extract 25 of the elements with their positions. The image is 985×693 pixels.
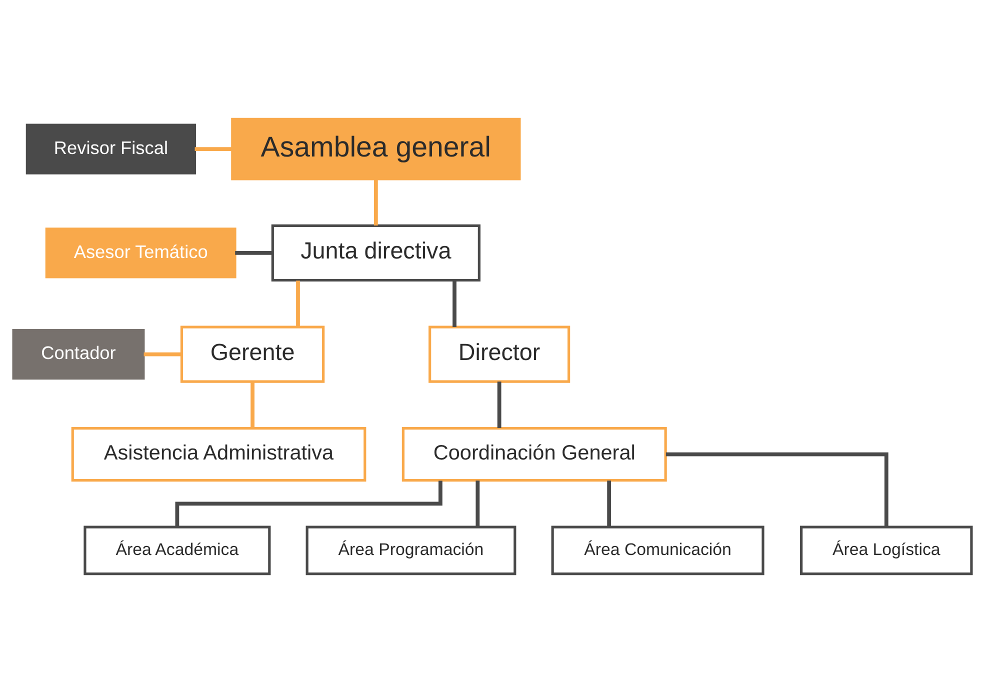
node-box: Asistencia Administrativa (71, 427, 366, 482)
connector (374, 179, 378, 226)
connector (607, 480, 612, 527)
node-box: Asesor Temático (45, 228, 236, 278)
connector (452, 280, 456, 327)
connector (497, 382, 502, 428)
node-box: Revisor Fiscal (26, 124, 196, 174)
connector (235, 251, 272, 255)
node-box: Director (428, 326, 570, 383)
connector (666, 452, 888, 527)
node-box: Gerente (180, 326, 325, 383)
connector (250, 382, 254, 428)
connector (476, 480, 480, 527)
node-box: Área Comunicación (551, 526, 764, 576)
node-box: Área Académica (84, 526, 271, 576)
node-box: Área Programación (306, 526, 516, 576)
connector (144, 352, 182, 356)
node-box: Junta directiva (271, 224, 480, 282)
connector (194, 147, 232, 152)
connector (175, 480, 442, 526)
node-box: Asamblea general (231, 118, 521, 180)
node-box: Área Logística (800, 526, 973, 576)
node-box: Contador (12, 328, 145, 380)
connector (296, 280, 300, 327)
node-box: Coordinación General (402, 427, 667, 482)
